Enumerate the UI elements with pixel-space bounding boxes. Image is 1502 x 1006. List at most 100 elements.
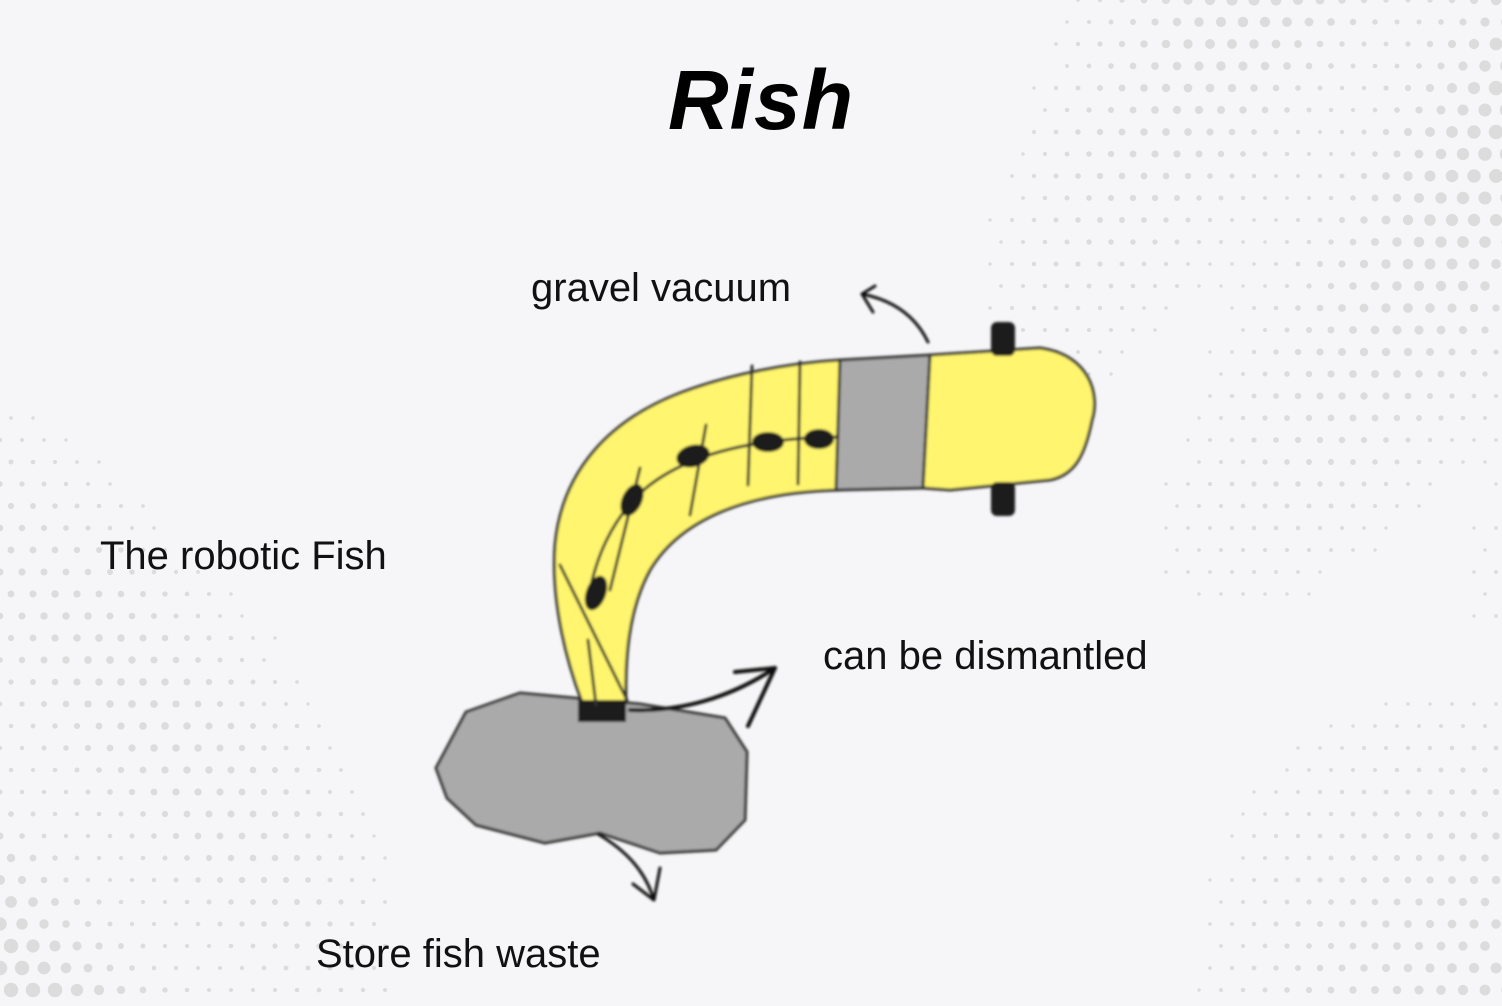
background-dot	[1426, 40, 1434, 48]
background-dot	[360, 943, 366, 949]
background-dot	[1383, 833, 1389, 839]
background-dot	[1306, 943, 1312, 949]
background-dot	[1349, 414, 1357, 422]
background-dot	[1472, 702, 1476, 706]
background-dot	[1362, 526, 1366, 530]
background-dot	[1208, 878, 1212, 882]
background-dot	[1305, 62, 1313, 70]
background-dot	[40, 568, 48, 576]
background-dot	[1383, 745, 1389, 751]
background-dot	[1394, 107, 1400, 113]
background-dot	[206, 591, 212, 597]
background-dot	[317, 724, 321, 728]
background-dot	[1229, 173, 1235, 179]
background-dot	[1251, 921, 1257, 927]
background-dot	[1129, 194, 1137, 202]
background-dot	[1284, 459, 1290, 465]
background-dot	[96, 855, 102, 861]
background-dot	[282, 832, 290, 840]
background-dot	[1183, 0, 1193, 5]
background-dot	[1428, 702, 1432, 706]
background-dot	[173, 569, 179, 575]
background-dot	[1140, 84, 1148, 92]
background-dot	[1153, 328, 1157, 332]
background-dot	[1031, 173, 1037, 179]
background-dot	[74, 811, 80, 817]
background-dot	[0, 657, 3, 663]
background-dot	[1404, 876, 1412, 884]
background-dot	[283, 701, 289, 707]
background-dot	[206, 943, 212, 949]
background-dot	[1086, 63, 1092, 69]
background-dot	[1086, 239, 1092, 245]
background-dot	[1295, 305, 1301, 311]
background-dot	[294, 987, 300, 993]
background-dot	[129, 921, 135, 927]
background-dot	[238, 876, 246, 884]
background-dot	[1216, 61, 1226, 71]
background-dot	[1097, 261, 1103, 267]
background-dot	[1483, 592, 1487, 596]
arrow-to-store-fish-waste	[596, 832, 662, 902]
background-dot	[250, 987, 256, 993]
background-dot	[173, 921, 179, 927]
background-dot	[1414, 985, 1424, 995]
background-dot	[26, 939, 40, 953]
background-dot	[1240, 151, 1246, 157]
background-dot	[283, 921, 289, 927]
background-dot	[1109, 372, 1113, 376]
background-dot	[1284, 899, 1290, 905]
background-dot	[1371, 942, 1379, 950]
background-dot	[1261, 106, 1269, 114]
background-dot	[1130, 239, 1136, 245]
background-dot	[272, 987, 278, 993]
background-dot	[1205, 83, 1215, 93]
background-dot	[1480, 281, 1490, 291]
background-dot	[1184, 128, 1192, 136]
background-dot	[1450, 702, 1454, 706]
background-dot	[95, 722, 103, 730]
background-dot	[1492, 832, 1500, 840]
background-dot	[1383, 0, 1389, 3]
background-dot	[1064, 107, 1070, 113]
background-dot	[1381, 215, 1391, 225]
background-dot	[228, 679, 234, 685]
background-dot	[1458, 941, 1468, 951]
background-dot	[140, 591, 146, 597]
background-dot	[1230, 350, 1234, 354]
background-dot	[194, 832, 202, 840]
background-dot	[327, 789, 333, 795]
background-dot	[1329, 724, 1333, 728]
background-dot	[96, 899, 102, 905]
background-dot	[1393, 898, 1401, 906]
background-dot	[349, 877, 355, 883]
background-dot	[1481, 854, 1489, 862]
background-dot	[1053, 217, 1059, 223]
background-dot	[1349, 326, 1357, 334]
background-dot	[129, 833, 135, 839]
background-dot	[93, 984, 105, 996]
background-dot	[227, 854, 235, 862]
background-dot	[1482, 723, 1488, 729]
background-dot	[0, 612, 4, 620]
background-dot	[1197, 548, 1201, 552]
background-dot	[194, 700, 202, 708]
background-dot	[1108, 283, 1114, 289]
background-dot	[1327, 370, 1335, 378]
background-dot	[1480, 17, 1490, 27]
background-dot	[1359, 259, 1369, 269]
background-dot	[1350, 767, 1356, 773]
background-dot	[1186, 438, 1190, 442]
background-dot	[1402, 214, 1414, 226]
background-dot	[1098, 350, 1102, 354]
background-dot	[1317, 525, 1323, 531]
background-dot	[51, 590, 59, 598]
background-dot	[1317, 129, 1323, 135]
background-dot	[1403, 347, 1413, 357]
background-dot	[1263, 240, 1267, 244]
background-dot	[1163, 261, 1169, 267]
background-dot	[1152, 239, 1158, 245]
background-dot	[1394, 811, 1400, 817]
background-dot	[1470, 348, 1478, 356]
background-dot	[1097, 41, 1103, 47]
